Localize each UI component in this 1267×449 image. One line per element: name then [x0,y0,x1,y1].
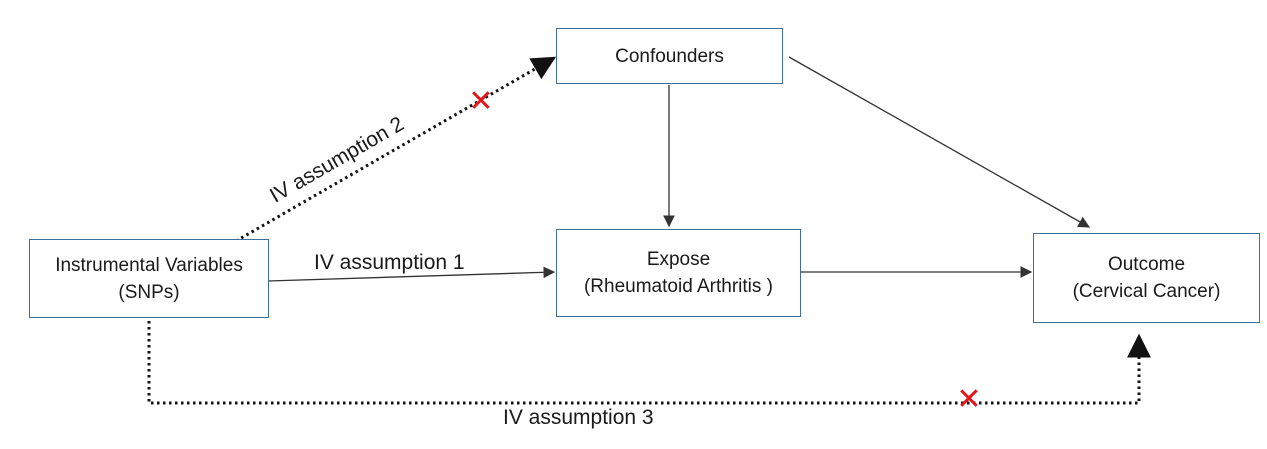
violation-cross-icon: ✕ [956,383,982,416]
expose-subtitle: (Rheumatoid Arthritis ) [583,276,773,297]
expose-box: Expose (Rheumatoid Arthritis ) [556,229,801,317]
instrumental-variables-subtitle: (SNPs) [118,281,180,303]
confounders-box: Confounders [556,28,783,84]
iv-assumption-1-label: IV assumption 1 [314,251,465,274]
outcome-box: Outcome (Cervical Cancer) [1033,233,1260,323]
outcome-subtitle: (Cervical Cancer) [1072,281,1221,302]
iv-assumption-3-label: IV assumption 3 [503,406,654,429]
dotted-iv-to-outcome [147,321,1151,405]
arrow-confounders-to-outcome [788,56,1091,228]
violation-cross-icon: ✕ [468,85,494,118]
dotted-iv-to-confounders [235,56,557,243]
arrow-iv-to-expose [267,266,556,282]
expose-title: Expose [646,249,711,270]
instrumental-variables-title: Instrumental Variables [55,254,243,276]
confounders-title: Confounders [615,45,724,67]
instrumental-variables-box: Instrumental Variables (SNPs) [29,239,269,318]
outcome-title: Outcome [1107,254,1186,275]
